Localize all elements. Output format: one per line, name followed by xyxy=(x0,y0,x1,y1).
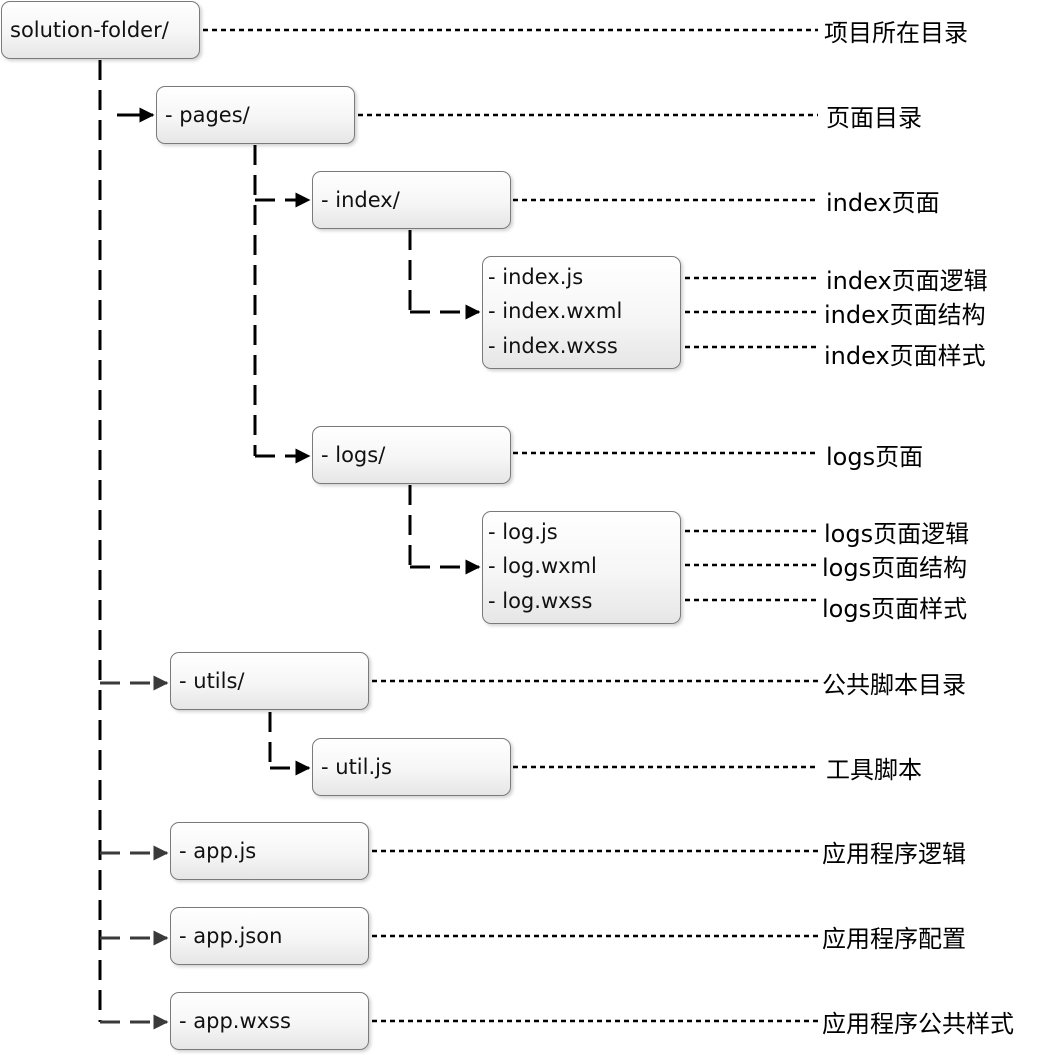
node-app-json: - app.json xyxy=(170,907,369,965)
desc-log-js: logs页面逻辑 xyxy=(824,520,970,548)
file-index-js: - index.js xyxy=(488,265,584,289)
node-label: - util.js xyxy=(321,755,392,779)
desc-utils: 公共脚本目录 xyxy=(822,671,966,699)
desc-root: 项目所在目录 xyxy=(824,19,968,47)
file-log-wxml: - log.wxml xyxy=(488,554,597,578)
node-pages: - pages/ xyxy=(156,86,355,144)
node-label: - index/ xyxy=(321,188,400,212)
tree-arrows-gray xyxy=(100,675,169,1030)
file-log-js: - log.js xyxy=(488,520,558,544)
node-label: - app.wxss xyxy=(179,1009,291,1033)
desc-log-wxml: logs页面结构 xyxy=(822,554,968,582)
node-label: - logs/ xyxy=(321,443,386,467)
node-label: solution-folder/ xyxy=(10,18,169,42)
file-log-wxss: - log.wxss xyxy=(488,589,593,613)
node-index: - index/ xyxy=(312,171,511,229)
node-solution-folder: solution-folder/ xyxy=(1,1,200,59)
node-logs: - logs/ xyxy=(312,426,511,484)
node-label: - pages/ xyxy=(165,103,250,127)
desc-util-js: 工具脚本 xyxy=(826,756,922,784)
file-index-wxml: - index.wxml xyxy=(488,299,623,323)
node-util-js: - util.js xyxy=(312,738,511,796)
desc-logs: logs页面 xyxy=(826,443,924,471)
desc-pages: 页面目录 xyxy=(826,104,922,132)
node-label: - app.js xyxy=(179,839,257,863)
file-index-wxss: - index.wxss xyxy=(488,334,618,358)
desc-index: index页面 xyxy=(826,189,940,217)
node-logs-files: - log.js - log.wxml - log.wxss xyxy=(482,511,681,624)
node-utils: - utils/ xyxy=(170,652,369,710)
node-app-wxss: - app.wxss xyxy=(170,992,369,1050)
node-label: - utils/ xyxy=(179,669,245,693)
desc-app-js: 应用程序逻辑 xyxy=(822,840,966,868)
tree-connectors xyxy=(98,60,412,1022)
tree-arrows xyxy=(117,107,481,776)
node-label: - app.json xyxy=(179,924,283,948)
desc-index-wxss: index页面样式 xyxy=(824,342,986,370)
desc-index-js: index页面逻辑 xyxy=(826,267,988,295)
node-app-js: - app.js xyxy=(170,822,369,880)
desc-log-wxss: logs页面样式 xyxy=(822,595,968,623)
desc-app-wxss: 应用程序公共样式 xyxy=(822,1010,1014,1038)
desc-index-wxml: index页面结构 xyxy=(824,301,986,329)
node-index-files: - index.js - index.wxml - index.wxss xyxy=(482,256,681,369)
desc-app-json: 应用程序配置 xyxy=(822,925,966,953)
